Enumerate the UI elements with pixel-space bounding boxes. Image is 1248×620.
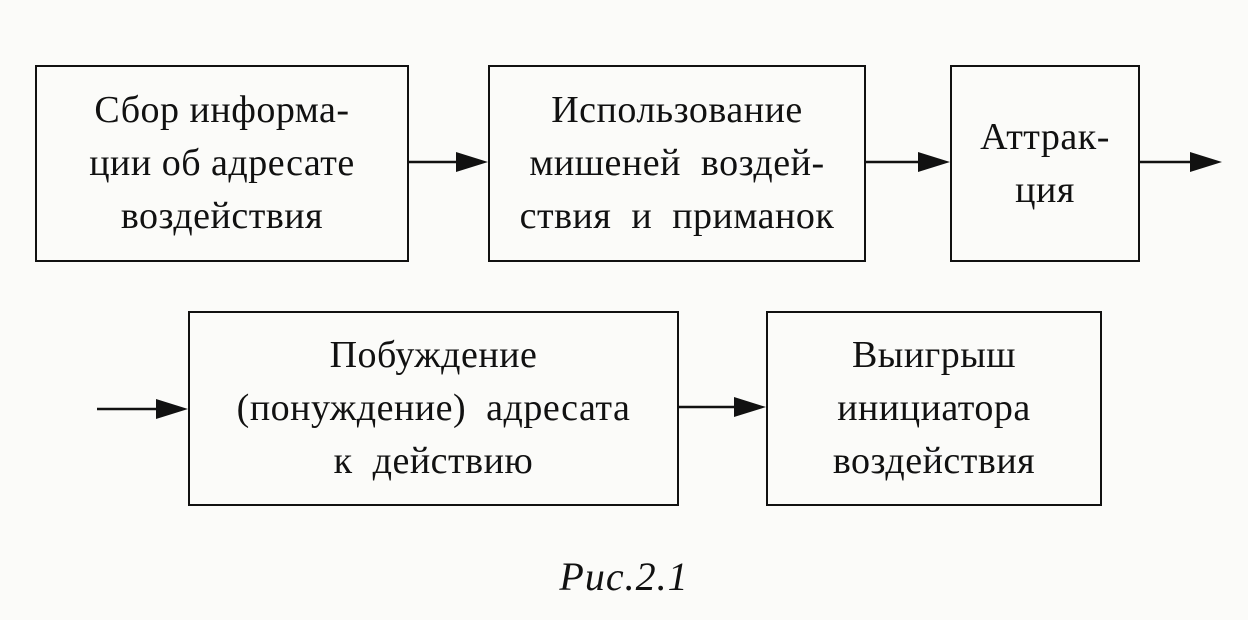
figure-caption: Рис.2.1 <box>559 554 689 599</box>
block-line: ствия и приманок <box>519 195 835 237</box>
block-line: мишеней воздей- <box>529 142 825 184</box>
block-line: инициатора <box>837 387 1031 429</box>
block-line: Побуждение <box>329 334 538 376</box>
block-line: ции об адресате <box>89 142 355 184</box>
block-line: к действию <box>333 440 534 482</box>
arrow-in-4-head <box>156 399 188 419</box>
block-collect-info: Сбор информа- ции об адресате воздействи… <box>35 65 409 262</box>
arrow-3-out-head <box>1190 152 1222 172</box>
block-line: Выигрыш <box>851 334 1017 376</box>
block-line: Сбор информа- <box>94 89 350 131</box>
arrow-1-to-2-head <box>456 152 488 172</box>
block-line: Использование <box>551 89 803 131</box>
block-line: воздействия <box>120 195 324 237</box>
block-line: (понуждение) адресата <box>236 387 631 429</box>
block-attraction: Аттрак- ция <box>950 65 1140 262</box>
block-line: воздействия <box>832 440 1036 482</box>
arrow-4-to-5-head <box>734 397 766 417</box>
block-inducement: Побуждение (понуждение) адресата к дейст… <box>188 311 679 506</box>
arrow-2-to-3-head <box>918 152 950 172</box>
block-line: Аттрак- <box>980 115 1110 158</box>
block-initiator-gain: Выигрыш инициатора воздействия <box>766 311 1102 506</box>
block-line: ция <box>1015 168 1075 211</box>
block-use-targets: Использование мишеней воздей- ствия и пр… <box>488 65 866 262</box>
